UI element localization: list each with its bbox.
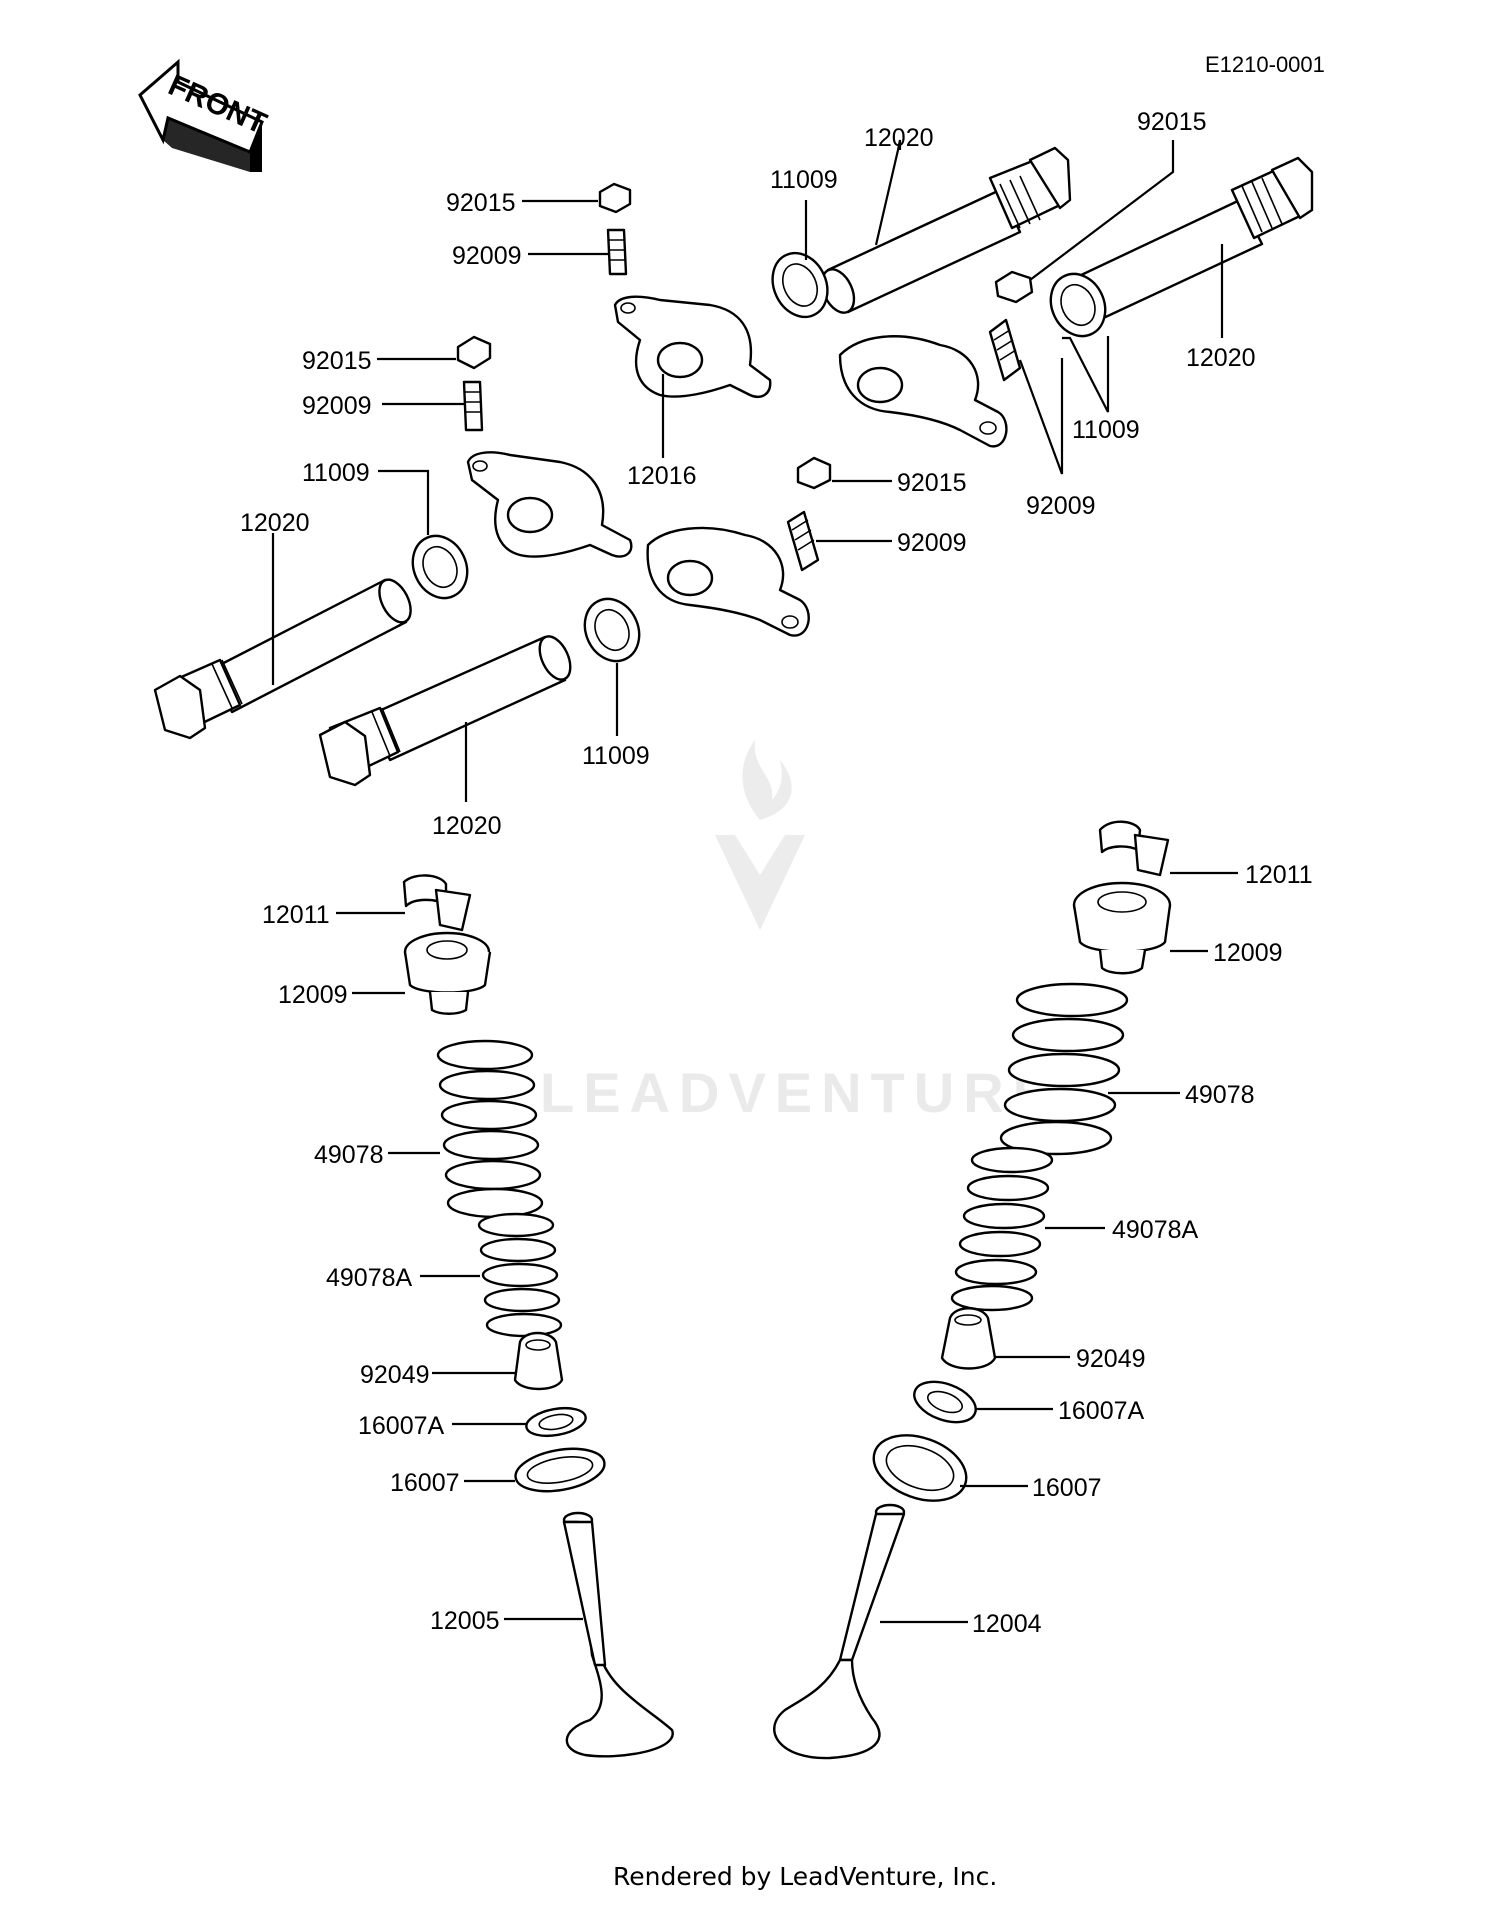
seat-inner-left — [525, 1406, 587, 1438]
nut-left — [456, 335, 492, 370]
callout-exhaust-valve: 12005 — [430, 1607, 500, 1635]
callout-shaft-left: 12020 — [240, 509, 310, 537]
watermark-logo-icon — [715, 835, 805, 930]
screw-upper — [606, 228, 628, 276]
callout-screw-mid: 92009 — [897, 529, 967, 557]
callout-retainer-left: 12009 — [278, 981, 348, 1009]
callout-nut-upper: 92015 — [446, 189, 516, 217]
callout-nut-right: 92015 — [1137, 108, 1207, 136]
seal-right — [940, 1307, 997, 1370]
callout-shaft-right: 12020 — [1186, 344, 1256, 372]
rocker-arm-mid — [646, 526, 810, 637]
screw-mid — [786, 510, 820, 572]
callout-oring-right: 11009 — [1072, 416, 1140, 444]
rocker-shaft-left — [153, 578, 412, 740]
callout-shaft-upper: 12020 — [864, 124, 934, 152]
callout-seat-outer-left: 16007 — [390, 1469, 460, 1497]
oring-lower — [583, 597, 641, 663]
watermark: LEADVENTURE — [540, 740, 1059, 1124]
nut-upper — [598, 182, 632, 214]
cotter-right — [1098, 820, 1170, 877]
seat-outer-right — [872, 1434, 968, 1502]
front-arrow-icon: FRONT — [138, 58, 271, 172]
cotter-left — [402, 874, 472, 932]
callout-spring-inner-left: 49078A — [326, 1264, 413, 1292]
rocker-shaft-lower — [318, 635, 572, 787]
callout-seat-inner-left: 16007A — [358, 1412, 445, 1440]
watermark-text: LEADVENTURE — [540, 1061, 1059, 1124]
callout-screw-right: 92009 — [1026, 492, 1096, 520]
screw-left — [462, 380, 484, 432]
callout-oring-lower: 11009 — [582, 742, 650, 770]
spring-inner-left — [477, 1212, 563, 1338]
callout-cotter-left: 12011 — [262, 901, 330, 929]
seat-inner-right — [913, 1380, 977, 1424]
retainer-left — [403, 931, 492, 1015]
seal-left — [513, 1331, 564, 1391]
callout-seal-right: 92049 — [1076, 1345, 1146, 1373]
seat-outer-left — [514, 1447, 606, 1493]
callout-screw-upper: 92009 — [452, 242, 522, 270]
callout-rocker-arm: 12016 — [627, 462, 697, 490]
callout-nut-left: 92015 — [302, 347, 372, 375]
screw-right — [988, 318, 1022, 382]
rocker-shaft-upper — [820, 146, 1072, 314]
nut-mid — [796, 456, 832, 490]
footer-credit: Rendered by LeadVenture, Inc. — [613, 1862, 997, 1891]
callout-retainer-right: 12009 — [1213, 939, 1283, 967]
callout-oring-left: 11009 — [302, 459, 370, 487]
spring-inner-right — [950, 1146, 1054, 1312]
callout-screw-left: 92009 — [302, 392, 372, 420]
rocker-arm-left — [466, 451, 633, 558]
callout-shaft-lower: 12020 — [432, 812, 502, 840]
callout-spring-outer-left: 49078 — [314, 1141, 384, 1169]
callout-labels: 92015 92009 11009 12020 92015 12020 1100… — [240, 108, 1313, 1638]
valve-intake — [773, 1503, 906, 1760]
callout-nut-mid: 92015 — [897, 469, 967, 497]
callout-oring-upper: 11009 — [770, 166, 838, 194]
leader-lines — [271, 139, 1238, 1624]
spring-outer-right — [999, 982, 1129, 1156]
callout-seat-inner-right: 16007A — [1058, 1397, 1145, 1425]
callout-spring-outer-right: 49078 — [1185, 1081, 1255, 1109]
retainer-right — [1072, 881, 1172, 975]
flame-icon — [742, 740, 792, 820]
valve-exhaust — [562, 1511, 674, 1758]
callout-seal-left: 92049 — [360, 1361, 430, 1389]
diagram-code: E1210-0001 — [1205, 52, 1325, 77]
oring-left — [411, 534, 469, 600]
callout-spring-inner-right: 49078A — [1112, 1216, 1199, 1244]
spring-outer-left — [436, 1039, 544, 1219]
callout-intake-valve: 12004 — [972, 1610, 1042, 1638]
rocker-arm-center — [613, 295, 772, 399]
callout-cotter-right: 12011 — [1245, 861, 1313, 889]
rocker-arm-right — [838, 335, 1008, 448]
callout-seat-outer-right: 16007 — [1032, 1474, 1102, 1502]
oring-upper — [771, 251, 829, 319]
nut-right — [994, 270, 1034, 304]
